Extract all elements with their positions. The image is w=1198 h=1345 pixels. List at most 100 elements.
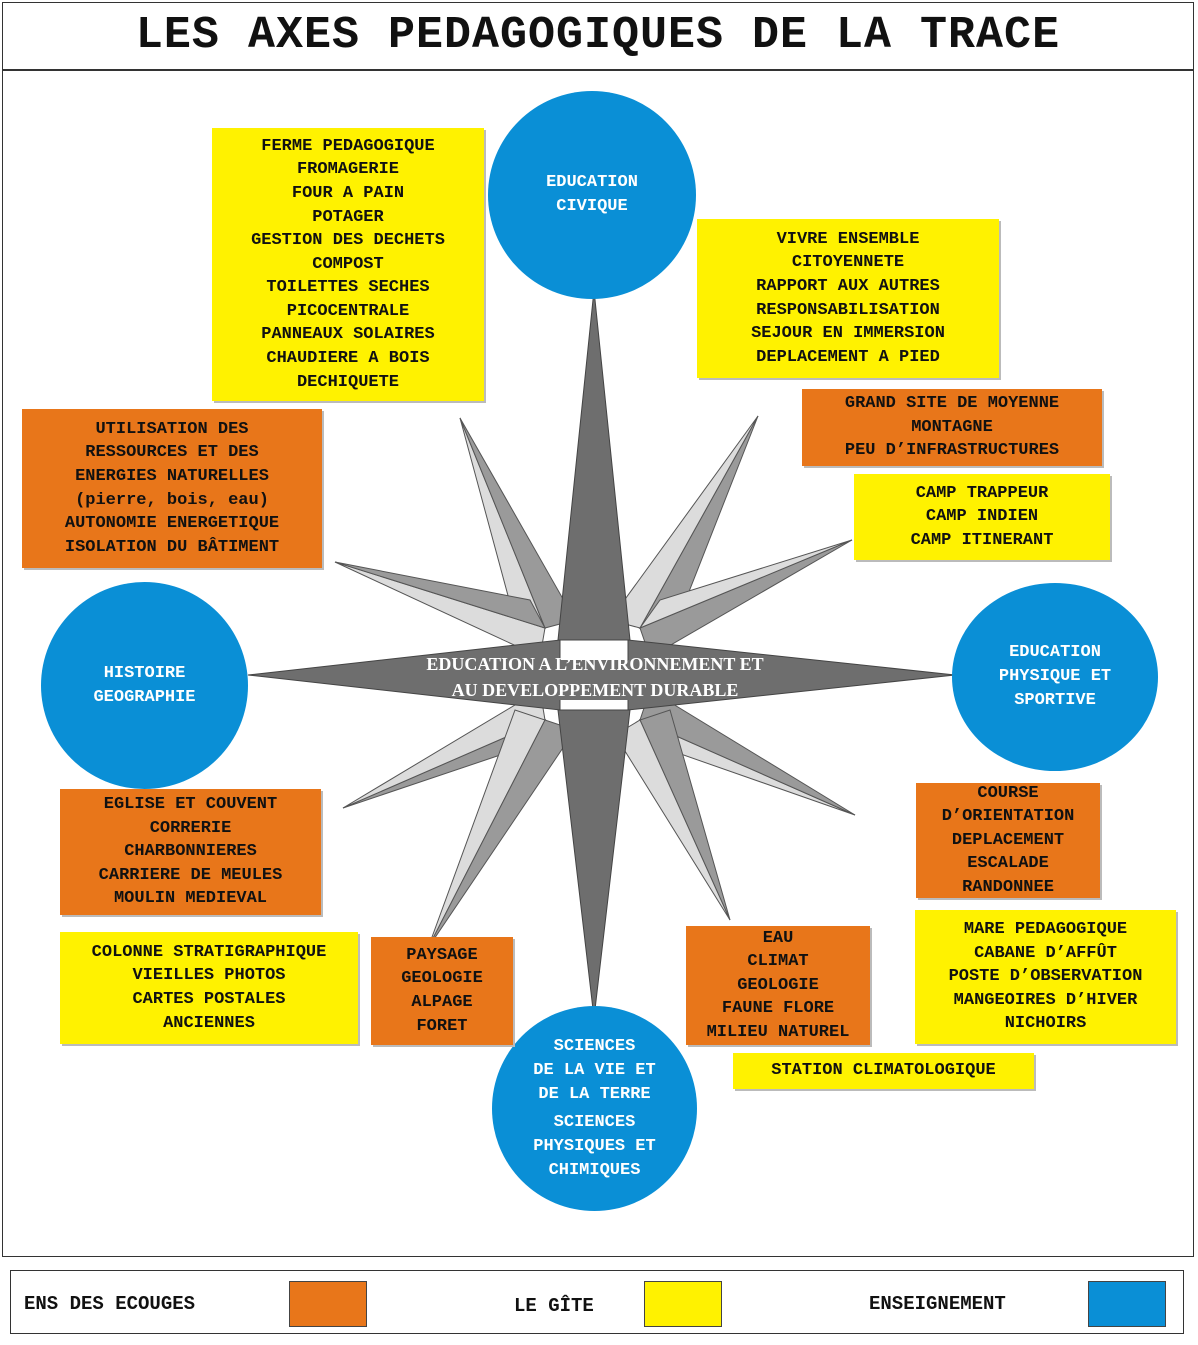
circle-histoire-line-2: GEOGRAPHIE: [93, 687, 196, 707]
circle-sciences-line-5: PHYSIQUES ET: [533, 1136, 656, 1156]
box-ferme-line-8: PICOCENTRALE: [286, 301, 410, 321]
legend: ENS DES ECOUGES LE GÎTE ENSEIGNEMENT: [10, 1270, 1184, 1334]
box-eau-line-2: CLIMAT: [747, 952, 809, 972]
box-paysage: PAYSAGE GEOLOGIE ALPAGE FORET: [371, 937, 513, 1045]
box-ferme-line-2: FROMAGERIE: [296, 160, 400, 180]
legend-ens-swatch: [289, 1281, 367, 1327]
box-vivre-line-4: RESPONSABILISATION: [756, 300, 940, 320]
box-paysage-line-4: FORET: [416, 1016, 468, 1036]
circle-sciences-line-6: CHIMIQUES: [548, 1160, 641, 1180]
box-mare: MARE PEDAGOGIQUE CABANE D’AFFÛT POSTE D’…: [915, 910, 1176, 1044]
legend-gite-label: LE GÎTE: [514, 1295, 594, 1317]
star-cardinal-dark: [247, 289, 956, 1019]
box-course-line-3: DEPLACEMENT: [951, 830, 1065, 850]
box-utilisation-line-3: ENERGIES NATURELLES: [75, 466, 269, 486]
box-mare-line-3: POSTE D’OBSERVATION: [948, 967, 1143, 987]
box-ferme-line-1: FERME PEDAGOGIQUE: [261, 136, 435, 156]
circle-physique-line-1: EDUCATION: [1009, 643, 1101, 662]
star-diagonal-light: [334, 415, 856, 949]
center-label-line-1: EDUCATION A L’ENVIRONNEMENT ET: [426, 654, 764, 674]
box-colonne-line-3: CARTES POSTALES: [132, 990, 286, 1009]
box-vivre-line-1: VIVRE ENSEMBLE: [776, 229, 920, 249]
box-eau-line-5: MILIEU NATUREL: [706, 1022, 850, 1042]
box-course-line-1: COURSE: [977, 783, 1039, 803]
legend-ens-label: ENS DES ECOUGES: [24, 1293, 196, 1315]
box-eglise-line-4: CARRIERE DE MEULES: [98, 865, 283, 885]
box-colonne-line-4: ANCIENNES: [163, 1013, 255, 1033]
box-eglise-line-2: CORRERIE: [149, 818, 232, 838]
box-grand-site-line-2: MONTAGNE: [911, 417, 993, 437]
circle-histoire-geographie: HISTOIRE GEOGRAPHIE: [41, 582, 248, 789]
circle-education-physique: EDUCATION PHYSIQUE ET SPORTIVE: [952, 583, 1158, 771]
box-utilisation-line-4: (pierre, bois, eau): [75, 490, 269, 510]
box-mare-line-1: MARE PEDAGOGIQUE: [963, 920, 1128, 940]
box-eau-line-3: GEOLOGIE: [737, 975, 819, 995]
box-utilisation-line-5: AUTONOMIE ENERGETIQUE: [64, 514, 280, 534]
box-utilisation-line-2: RESSOURCES ET DES: [85, 443, 259, 463]
box-eglise-line-1: EGLISE ET COUVENT: [103, 795, 278, 815]
circle-civique-line-2: CIVIQUE: [556, 197, 628, 216]
box-ferme-pedagogique: FERME PEDAGOGIQUE FROMAGERIE FOUR A PAIN…: [212, 128, 484, 401]
box-ferme-line-4: POTAGER: [312, 207, 384, 227]
box-colonne-line-1: COLONNE STRATIGRAPHIQUE: [91, 942, 327, 962]
page-title: LES AXES PEDAGOGIQUES DE LA TRACE: [135, 10, 1061, 61]
circle-physique-line-2: PHYSIQUE ET: [998, 667, 1112, 686]
box-eau: EAU CLIMAT GEOLOGIE FAUNE FLORE MILIEU N…: [686, 926, 870, 1045]
box-course-line-5: RANDONNEE: [962, 877, 1054, 897]
circle-sciences-line-3: DE LA TERRE: [538, 1084, 651, 1104]
box-camp-line-3: CAMP ITINERANT: [910, 530, 1054, 550]
box-course-line-2: D’ORIENTATION: [941, 807, 1075, 827]
box-paysage-line-2: GEOLOGIE: [401, 969, 483, 989]
box-eau-line-4: FAUNE FLORE: [721, 999, 835, 1019]
box-mare-line-4: MANGEOIRES D’HIVER: [953, 990, 1138, 1010]
box-utilisation-line-6: ISOLATION DU BÂTIMENT: [64, 537, 280, 557]
box-ferme-line-5: GESTION DES DECHETS: [251, 231, 445, 251]
box-colonne-line-2: VIEILLES PHOTOS: [132, 966, 286, 986]
legend-enseignement-swatch: [1088, 1281, 1166, 1327]
box-camp-line-1: CAMP TRAPPEUR: [915, 483, 1049, 503]
legend-enseignement-label: ENSEIGNEMENT: [869, 1293, 1006, 1315]
box-ferme-line-7: TOILETTES SECHES: [266, 278, 430, 298]
box-mare-line-2: CABANE D’AFFÛT: [974, 943, 1117, 963]
box-paysage-line-3: ALPAGE: [411, 993, 473, 1012]
box-eglise-line-5: MOULIN MEDIEVAL: [113, 889, 268, 909]
box-ferme-line-9: PANNEAUX SOLAIRES: [261, 325, 435, 345]
box-course: COURSE D’ORIENTATION DEPLACEMENT ESCALAD…: [916, 783, 1100, 898]
circle-physique-line-3: SPORTIVE: [1014, 691, 1096, 710]
box-eau-line-1: EAU: [762, 928, 794, 948]
center-label-line-2: AU DEVELOPPEMENT DURABLE: [451, 680, 739, 700]
title-frame: LES AXES PEDAGOGIQUES DE LA TRACE: [2, 2, 1194, 70]
box-vivre-ensemble: VIVRE ENSEMBLE CITOYENNETE RAPPORT AUX A…: [697, 219, 999, 378]
box-ferme-line-6: COMPOST: [312, 254, 384, 274]
box-grand-site: GRAND SITE DE MOYENNE MONTAGNE PEU D’INF…: [802, 389, 1102, 466]
box-station-line-1: STATION CLIMATOLOGIQUE: [771, 1061, 996, 1081]
box-colonne: COLONNE STRATIGRAPHIQUE VIEILLES PHOTOS …: [60, 932, 358, 1044]
legend-gite-swatch: [644, 1281, 722, 1327]
box-course-line-4: ESCALADE: [967, 854, 1049, 874]
circle-sciences-line-2: DE LA VIE ET: [533, 1060, 656, 1080]
box-station: STATION CLIMATOLOGIQUE: [733, 1053, 1034, 1089]
box-camp: CAMP TRAPPEUR CAMP INDIEN CAMP ITINERANT: [854, 474, 1110, 560]
circle-sciences-line-4: SCIENCES: [553, 1112, 636, 1132]
box-grand-site-line-1: GRAND SITE DE MOYENNE: [844, 394, 1060, 414]
box-utilisation-ressources: UTILISATION DES RESSOURCES ET DES ENERGI…: [22, 409, 322, 568]
circle-civique-line-1: EDUCATION: [546, 173, 638, 192]
box-utilisation-line-1: UTILISATION DES: [95, 419, 249, 439]
circle-sciences-line-1: SCIENCES: [553, 1036, 636, 1056]
box-ferme-line-10: CHAUDIERE A BOIS: [266, 349, 430, 369]
box-vivre-line-2: CITOYENNETE: [791, 253, 905, 273]
box-mare-line-5: NICHOIRS: [1004, 1014, 1087, 1034]
circle-histoire-line-1: HISTOIRE: [103, 663, 186, 683]
box-grand-site-line-3: PEU D’INFRASTRUCTURES: [844, 441, 1060, 461]
box-eglise-line-3: CHARBONNIERES: [124, 842, 257, 862]
box-paysage-line-1: PAYSAGE: [406, 945, 478, 965]
box-eglise: EGLISE ET COUVENT CORRERIE CHARBONNIERES…: [60, 789, 321, 915]
circle-education-civique: EDUCATION CIVIQUE: [488, 91, 696, 299]
box-vivre-line-3: RAPPORT AUX AUTRES: [756, 276, 940, 296]
box-vivre-line-6: DEPLACEMENT A PIED: [756, 347, 940, 367]
box-camp-line-2: CAMP INDIEN: [925, 507, 1039, 527]
box-ferme-line-11: DECHIQUETE: [296, 372, 400, 392]
circle-sciences: SCIENCES DE LA VIE ET DE LA TERRE SCIENC…: [492, 1006, 697, 1211]
box-ferme-line-3: FOUR A PAIN: [291, 183, 405, 203]
